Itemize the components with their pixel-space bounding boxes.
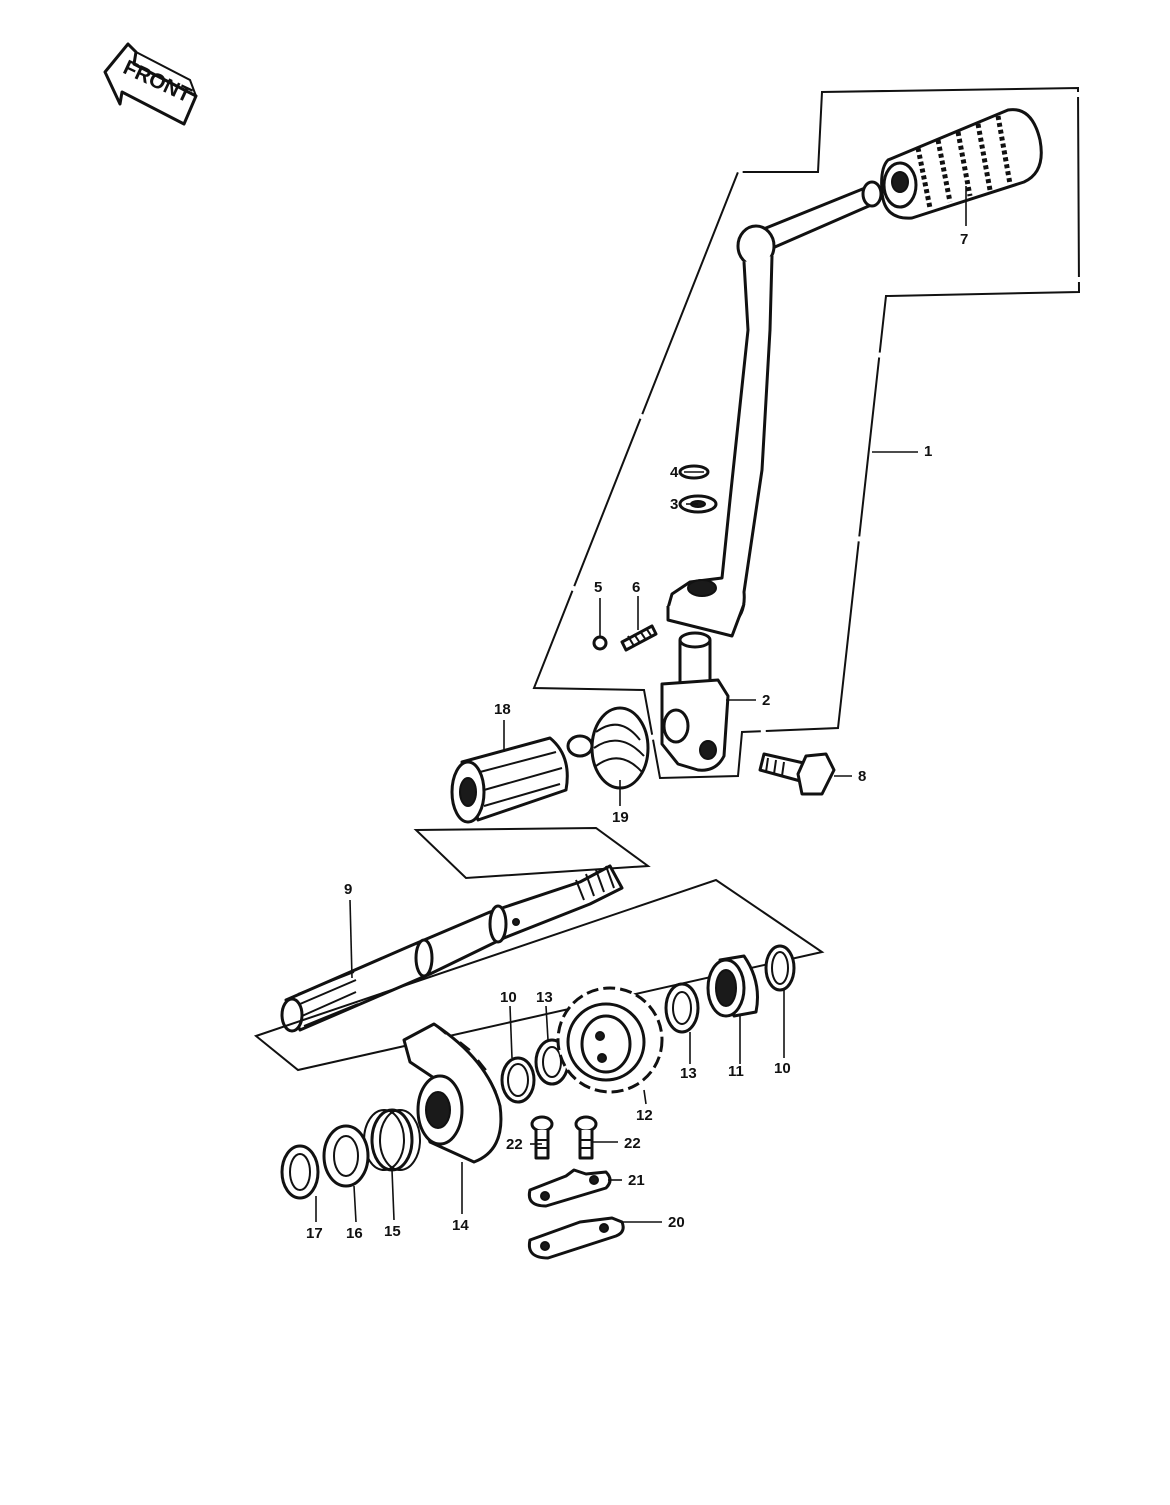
callout-8: 8 <box>858 768 866 785</box>
callout-15: 15 <box>384 1223 401 1240</box>
washer-16 <box>322 1124 370 1188</box>
callout-5: 5 <box>594 579 602 596</box>
callout-19: 19 <box>612 809 629 826</box>
ball-5 <box>592 635 608 651</box>
callout-17: 17 <box>306 1225 323 1242</box>
subassembly-outline-shaft <box>253 878 825 1072</box>
circlip-10-left <box>500 1056 536 1104</box>
callout-13-left: 13 <box>536 989 553 1006</box>
bolt-22-right <box>574 1115 598 1160</box>
callout-22-right: 22 <box>624 1135 641 1152</box>
kick-pedal-grip <box>880 108 1043 220</box>
circlip-10-right <box>764 944 796 992</box>
kick-return-spring-19 <box>566 706 650 790</box>
kick-gear-12 <box>556 986 664 1094</box>
callout-22-left: 22 <box>506 1136 523 1153</box>
circlip-17 <box>280 1144 320 1200</box>
subassembly-outline-18-19 <box>413 826 651 880</box>
callout-21: 21 <box>628 1172 645 1189</box>
callout-6: 6 <box>632 579 640 596</box>
spring-guide-18 <box>450 736 569 824</box>
callout-20: 20 <box>668 1214 685 1231</box>
callout-11: 11 <box>728 1063 744 1080</box>
callout-13-right: 13 <box>680 1065 697 1082</box>
bushing-11 <box>706 954 759 1018</box>
callout-10-right: 10 <box>774 1060 791 1077</box>
assembly-outline-1 <box>532 86 1081 780</box>
leader-lines <box>315 186 967 1223</box>
callout-labels: 7 1 4 3 5 6 2 8 18 19 9 10 13 13 11 10 1… <box>306 231 968 1242</box>
stopper-plate-21 <box>527 1168 612 1208</box>
front-direction-arrow: FRONT <box>103 42 198 126</box>
bolt-22-left <box>530 1115 554 1160</box>
kick-ratchet-14 <box>402 1022 503 1164</box>
spring-6 <box>620 624 658 652</box>
washer-13-right <box>664 982 700 1034</box>
callout-9: 9 <box>344 881 352 898</box>
callout-2: 2 <box>762 692 770 709</box>
callout-1: 1 <box>924 443 932 460</box>
callout-10-left: 10 <box>500 989 517 1006</box>
bolt-8 <box>758 752 836 796</box>
callout-12: 12 <box>636 1107 653 1124</box>
callout-18: 18 <box>494 701 511 718</box>
callout-16: 16 <box>346 1225 363 1242</box>
callout-7: 7 <box>960 231 968 248</box>
ratchet-spring-15 <box>363 1108 421 1172</box>
callout-4: 4 <box>670 464 679 481</box>
kick-lever-arm <box>666 180 883 638</box>
callout-14: 14 <box>452 1217 469 1234</box>
callout-3: 3 <box>670 496 678 513</box>
kick-shaft-boss <box>660 631 730 772</box>
stopper-plate-20 <box>527 1216 625 1260</box>
